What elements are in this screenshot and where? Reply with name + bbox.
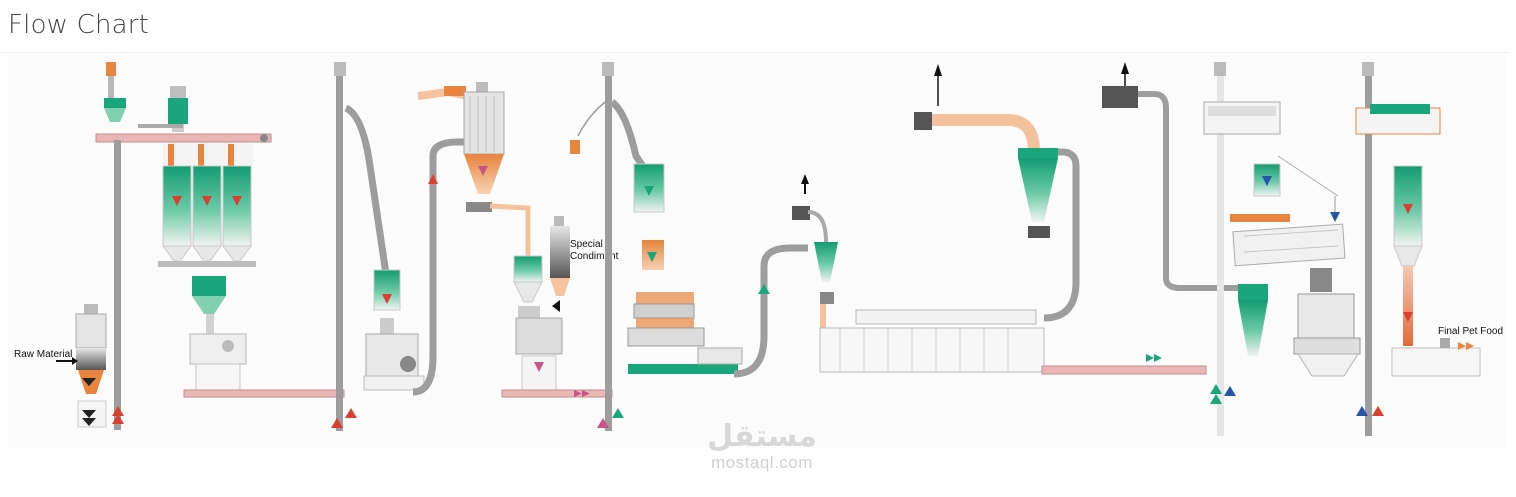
page-title: Flow Chart (8, 10, 150, 40)
bucket-elevator-2 (331, 62, 390, 431)
cyclone-4-fan (1102, 62, 1248, 291)
storage-silos (158, 143, 256, 267)
cooler-unit (1238, 268, 1361, 377)
watermark-arabic: مستقل (707, 419, 817, 454)
special-condiment-label-line2: Condiment (570, 251, 619, 262)
raw-material-intake (104, 62, 188, 132)
bucket-elevator-1 (114, 140, 121, 430)
watermark: مستقل mostaql.com (692, 420, 832, 472)
raw-material-hopper (56, 304, 124, 428)
final-pet-food-label: Final Pet Food (1438, 326, 1503, 337)
extruder-unit (627, 163, 743, 374)
cyclone-filter-1 (417, 82, 531, 256)
grinder-mixer-unit (189, 276, 247, 395)
cyclone-3 (914, 64, 1058, 238)
bucket-elevator-3 (570, 62, 647, 431)
pink-conveyor-bottom (183, 389, 345, 398)
pneumatic-pipe-1 (412, 138, 470, 396)
final-bin-and-packer: Final Pet Food (1391, 165, 1503, 377)
coater-unit (1230, 155, 1346, 267)
special-condiment-label-line1: Special (570, 239, 603, 250)
mixer-unit (501, 255, 613, 398)
pink-conveyor-top (95, 133, 272, 143)
pneumatic-pipe-2 (733, 244, 808, 378)
watermark-latin: mostaql.com (711, 453, 813, 472)
cyclone-2 (792, 174, 838, 332)
bucket-elevator-4 (1203, 62, 1281, 436)
bucket-elevator-5 (1355, 62, 1441, 436)
raw-material-label: Raw Material (14, 349, 72, 360)
title-divider (0, 52, 1508, 53)
preconditioner-unit (363, 269, 425, 391)
flow-chart-diagram: Special Condiment (8, 56, 1508, 448)
outlet-conveyor (1041, 354, 1207, 375)
special-condiment-tank: Special Condiment (550, 216, 619, 312)
dryer-unit (819, 148, 1080, 373)
